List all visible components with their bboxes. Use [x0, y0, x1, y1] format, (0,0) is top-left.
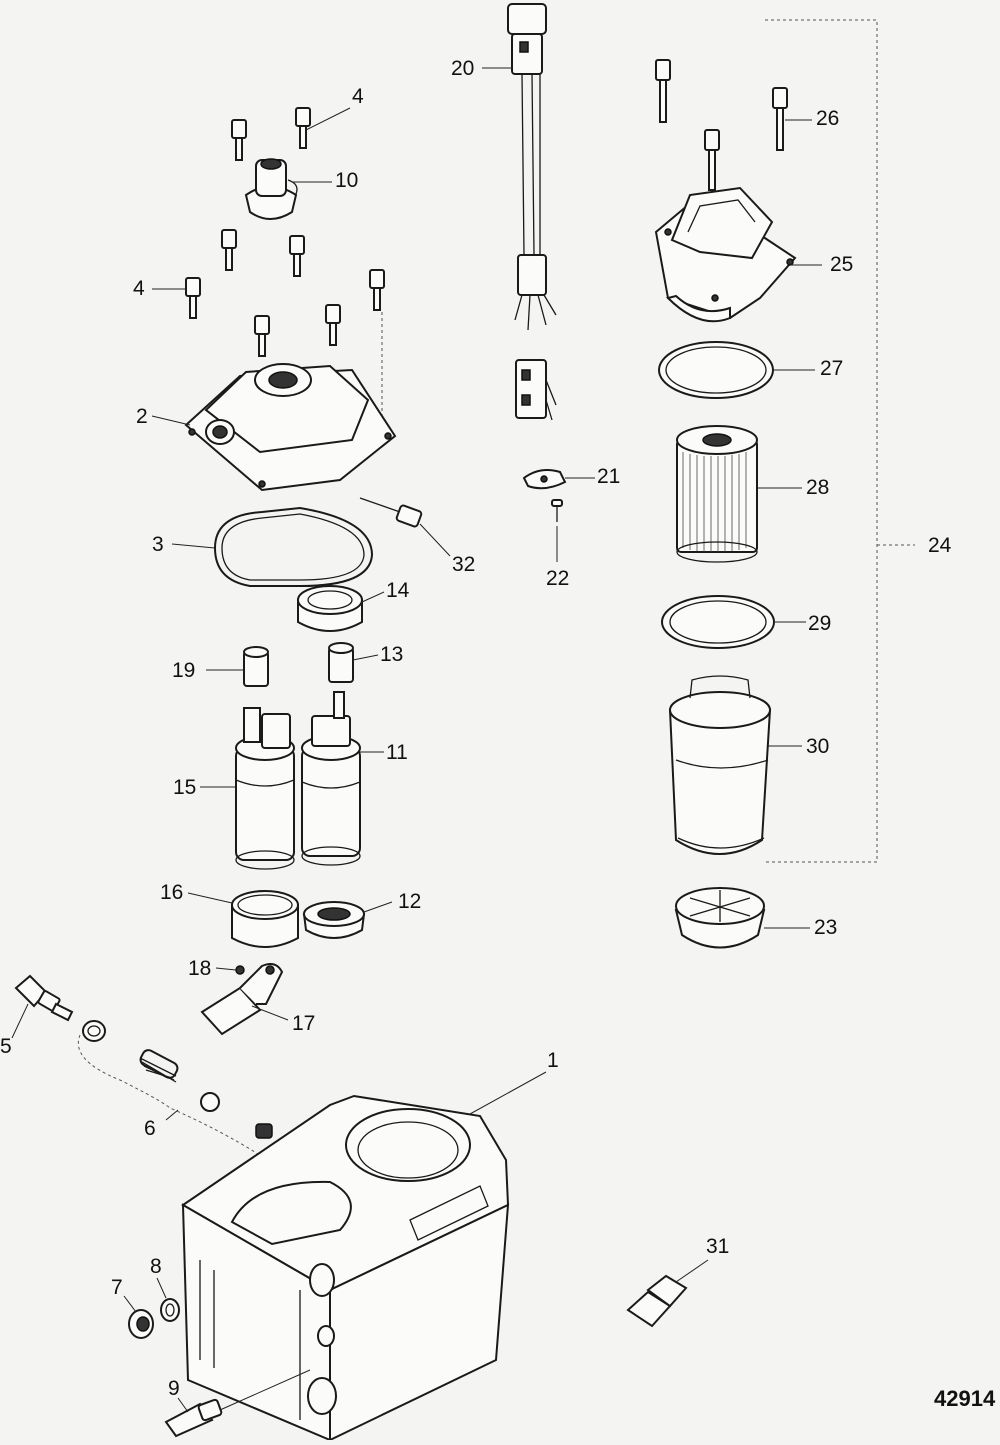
part-22-screw: [551, 499, 563, 522]
figure-number: 42914: [934, 1386, 996, 1411]
callout-9: 9: [168, 1377, 180, 1400]
part-4-bolts: [185, 107, 385, 357]
callout-29: 29: [808, 612, 832, 635]
part-13-sleeve: [328, 642, 354, 683]
part-30-filter-bowl: [668, 675, 772, 855]
callout-25: 25: [830, 253, 854, 276]
callout-24: 24: [928, 534, 952, 557]
part-5-fitting: [14, 974, 74, 1022]
callout-2: 2: [136, 405, 148, 428]
part-14-cup: [297, 585, 363, 632]
callout-6: 6: [144, 1117, 156, 1140]
callout-8: 8: [150, 1255, 162, 1278]
callout-16: 16: [160, 881, 184, 904]
part-23-drain-cap: [674, 887, 766, 949]
part-3-gasket: [213, 506, 374, 587]
callout-31: 31: [706, 1235, 730, 1258]
callout-26: 26: [816, 107, 840, 130]
part-17-bracket: [200, 963, 284, 1036]
part-1-housing: [181, 1094, 510, 1442]
part-20-wiring-harness: [507, 3, 557, 421]
callout-3: 3: [152, 533, 164, 556]
callout-20: 20: [451, 57, 475, 80]
callout-1: 1: [547, 1049, 559, 1072]
part-16-band: [231, 890, 299, 948]
callout-22: 22: [546, 567, 570, 590]
part-19-sleeve: [243, 646, 269, 687]
callout-4-left: 4: [133, 277, 145, 300]
callout-15: 15: [173, 776, 197, 799]
part-7-plug: [128, 1309, 154, 1339]
part-10-regulator: [244, 158, 298, 220]
part-11-fuel-pump: [301, 691, 361, 866]
callout-10: 10: [335, 169, 359, 192]
callout-23: 23: [814, 916, 838, 939]
part-29-seal-ring: [661, 595, 775, 649]
assembly-24-bracket: [765, 19, 878, 863]
callout-27: 27: [820, 357, 844, 380]
part-6-seat: [255, 1123, 273, 1139]
part-12-grommet: [302, 901, 366, 939]
part-32-screw: [359, 497, 423, 528]
callout-7: 7: [111, 1276, 123, 1299]
part-21-clip: [522, 469, 567, 490]
callout-14: 14: [386, 579, 410, 602]
part-26-bolts: [655, 59, 788, 191]
part-6-spring: [139, 1049, 179, 1083]
part-28-filter-element: [676, 425, 758, 563]
callout-21: 21: [597, 465, 621, 488]
part-9-fitting: [164, 1398, 223, 1438]
callout-19: 19: [172, 659, 196, 682]
callout-5: 5: [0, 1035, 12, 1058]
part-15-fuel-pump: [235, 707, 295, 870]
callout-11: 11: [386, 741, 408, 764]
callout-28: 28: [806, 476, 830, 499]
callout-30: 30: [806, 735, 830, 758]
part-8-washer: [160, 1298, 180, 1322]
callout-13: 13: [380, 643, 404, 666]
callout-18: 18: [188, 957, 212, 980]
part-6-o-ring: [82, 1020, 106, 1042]
part-25-filter-head: [654, 186, 797, 323]
callout-17: 17: [292, 1012, 316, 1035]
part-31-fitting: [626, 1274, 688, 1328]
callout-32: 32: [452, 553, 476, 576]
part-18-nut: [235, 965, 245, 975]
part-2-cover: [184, 363, 397, 492]
part-27-o-ring: [658, 341, 774, 399]
callout-4-top: 4: [352, 85, 364, 108]
callout-12: 12: [398, 890, 422, 913]
part-6-ball: [200, 1092, 220, 1112]
